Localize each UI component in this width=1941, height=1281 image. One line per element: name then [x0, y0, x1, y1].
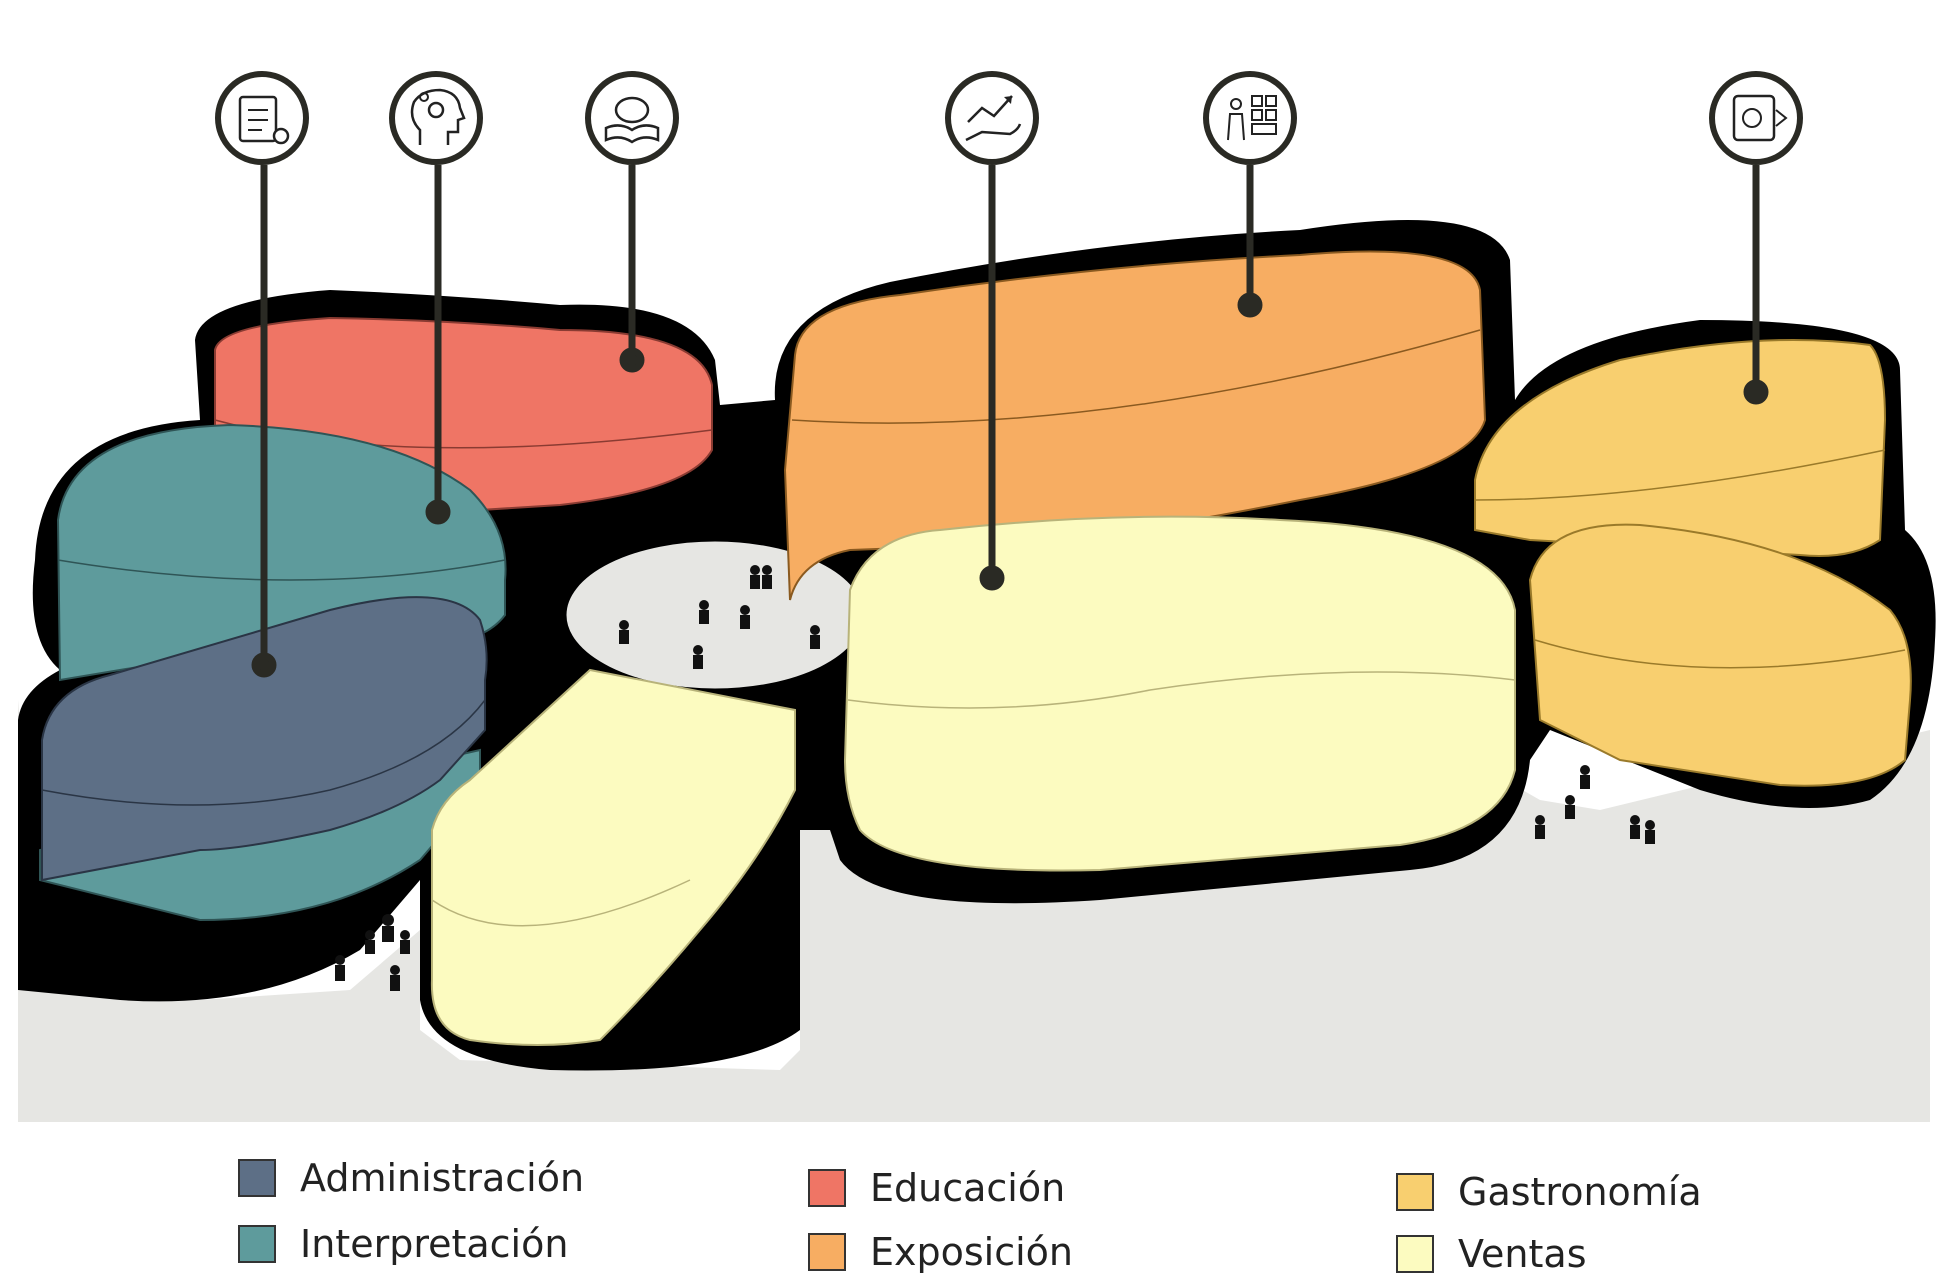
legend-swatch [1396, 1173, 1434, 1211]
leader-lines [251, 165, 1769, 678]
courtyard [563, 538, 867, 692]
legend-item-administracion: Administración [238, 1154, 584, 1202]
zone-exposicion-rim [791, 329, 1481, 424]
legend-item-exposicion: Exposición [808, 1228, 1073, 1276]
people-figures [335, 565, 1655, 991]
legend-item-ventas: Ventas [1396, 1230, 1587, 1278]
zone-interpretacion-rim [57, 559, 506, 581]
legend-label: Ventas [1458, 1232, 1587, 1276]
legend-label: Gastronomía [1458, 1170, 1702, 1214]
legend-item-interpretacion: Interpretación [238, 1220, 568, 1268]
zone-administracion [41, 596, 488, 882]
legend-swatch [238, 1225, 276, 1263]
legend-label: Administración [300, 1156, 585, 1200]
legend-swatch [1396, 1235, 1434, 1273]
legend-swatch [808, 1169, 846, 1207]
legend-swatch [808, 1233, 846, 1271]
legend-item-gastronomia: Gastronomía [1396, 1168, 1702, 1216]
zone-gastronomia-upper [1474, 339, 1887, 557]
zone-gastronomia-upper-rim [1474, 449, 1886, 501]
food-tablet-icon [1709, 71, 1803, 165]
person-gallery-icon [1203, 71, 1297, 165]
head-gears-icon [389, 71, 483, 165]
legend-label: Educación [870, 1166, 1066, 1210]
zone-ventas-main [843, 515, 1516, 872]
hand-growth-chart-icon [945, 71, 1039, 165]
legend-swatch [238, 1159, 276, 1197]
legend: Administración Interpretación Educación … [0, 1148, 1941, 1281]
zone-gastronomia-lower [1528, 523, 1912, 787]
legend-item-educacion: Educación [808, 1164, 1065, 1212]
zone-ventas-left [430, 668, 796, 1046]
legend-label: Exposición [870, 1230, 1074, 1274]
zone-ventas-left-rim [431, 879, 691, 927]
zone-ventas-main-rim [847, 671, 1516, 709]
legend-label: Interpretación [300, 1222, 569, 1266]
checklist-gear-icon [215, 71, 309, 165]
zone-gastronomia-lower-rim [1534, 639, 1906, 669]
brain-book-icon [585, 71, 679, 165]
zone-administracion-rim [41, 699, 486, 806]
